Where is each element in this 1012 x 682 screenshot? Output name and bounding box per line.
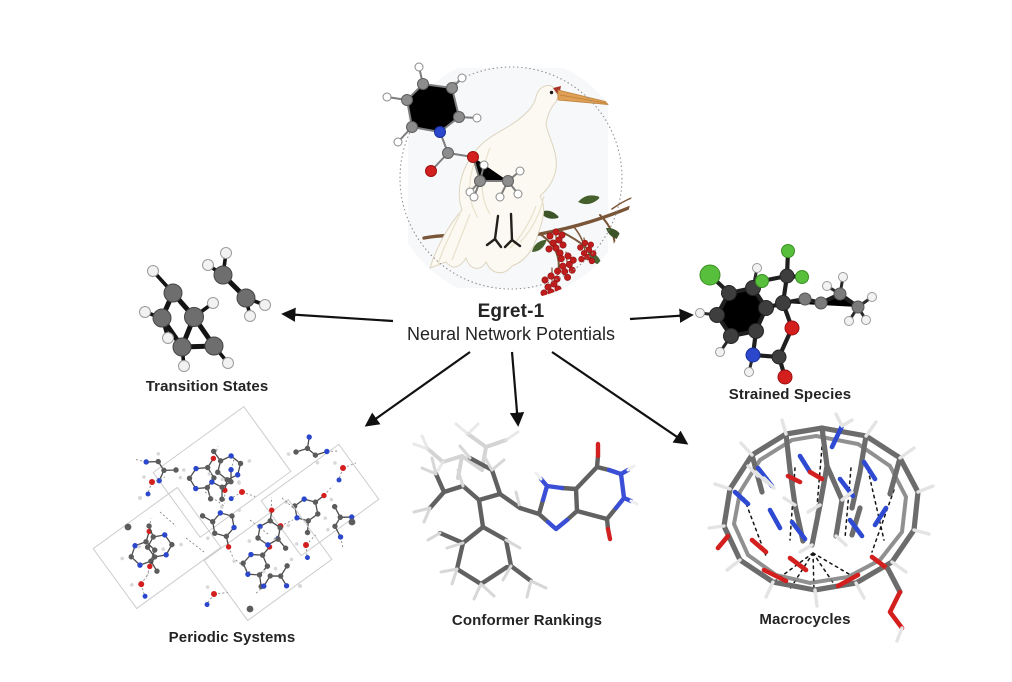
arrow-to-transition-states (281, 307, 394, 323)
arrow-to-conformer-rankings (509, 351, 525, 427)
macrocycles-structure (707, 412, 935, 643)
transition-states-molecule (139, 247, 271, 372)
label-transition-states: Transition States (145, 378, 269, 395)
egret-overlay-molecule (382, 62, 525, 202)
figure-title: Egret-1 (477, 301, 545, 322)
label-macrocycles: Macrocycles (759, 611, 851, 628)
unit-cell (92, 486, 222, 610)
unit-cell (152, 406, 292, 538)
dotted-circle-border (399, 66, 623, 290)
unit-cell (260, 443, 380, 557)
egret-medallion (382, 62, 633, 300)
periodic-systems-structure (92, 406, 380, 622)
arrow-to-macrocycles (551, 351, 689, 445)
figure-subtitle: Neural Network Potentials (406, 324, 616, 344)
strained-species-molecule (695, 244, 877, 385)
label-conformer-rankings: Conformer Rankings (451, 612, 603, 629)
egret-eye (549, 90, 554, 95)
unit-cell (203, 498, 333, 622)
conformer-rankings-structure (412, 422, 639, 601)
berry-clusters (540, 228, 599, 300)
arrow-to-strained-species (629, 308, 694, 323)
label-strained-species: Strained Species (728, 386, 852, 403)
arrow-to-periodic-systems (364, 351, 471, 427)
arrows (281, 307, 694, 445)
label-periodic-systems: Periodic Systems (168, 629, 296, 646)
